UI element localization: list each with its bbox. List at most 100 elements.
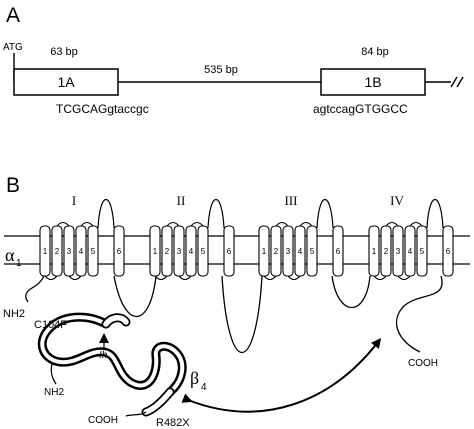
helix-s5-label: 5 (420, 247, 425, 256)
helix-s1-label: 1 (43, 247, 48, 256)
helix-s5-label: 5 (310, 247, 315, 256)
helix-s6 (223, 225, 235, 277)
helix-s4-label: 4 (79, 247, 84, 256)
helix-s6-label: 6 (117, 247, 122, 256)
exon-1b-junction: agtccagGTGGCC (313, 102, 408, 116)
helix-s4 (404, 225, 416, 277)
beta-subunit-lumen (40, 315, 185, 394)
beta-white-segment-tail (143, 389, 173, 415)
helix-s2 (51, 225, 63, 277)
ih-label: Ih (99, 350, 108, 361)
domain-iv-label: IV (390, 193, 404, 208)
beta-nterm-label: NH2 (44, 387, 64, 398)
helix-s6 (442, 225, 454, 277)
helix-s1-label: 1 (372, 247, 377, 256)
mutation-c104f-label: C104F (34, 319, 67, 331)
loop-i-ii (113, 275, 157, 318)
panel-a-label: A (6, 4, 20, 27)
intron-size: 535 bp (204, 64, 238, 76)
alpha-nterm-label: NH2 (3, 308, 25, 320)
exon-1b-box (320, 68, 426, 96)
beta-white-segment-top (103, 315, 129, 327)
beta-cterm-tail (125, 411, 147, 417)
loop-ii-iii (221, 275, 263, 354)
p-loop (207, 198, 225, 229)
alpha-label: α (5, 245, 15, 265)
break-slash-2 (456, 76, 464, 88)
helix-s1 (368, 225, 380, 277)
alpha-nterm-tail (25, 275, 45, 303)
break-slash-1 (450, 76, 458, 88)
helix-s6-label: 6 (446, 247, 451, 256)
beta-nterm-tail (50, 363, 57, 385)
helix-connector (409, 221, 423, 227)
beta-subscript: 4 (201, 382, 207, 393)
helix-s3-label: 3 (177, 247, 182, 256)
helix-s2-label: 2 (384, 247, 389, 256)
atg-label: ATG (3, 42, 23, 53)
helix-connector (275, 221, 289, 227)
helix-connector (44, 275, 58, 281)
helix-s1-label: 1 (153, 247, 158, 256)
domain-i-label: I (72, 193, 76, 208)
exon-1a-name: 1A (57, 74, 75, 90)
helix-connector (80, 221, 94, 227)
helix-s2-label: 2 (55, 247, 60, 256)
helix-s3 (63, 225, 75, 277)
helix-s1 (149, 225, 161, 277)
exon-1a-box (13, 68, 119, 96)
helix-connector (154, 275, 168, 281)
helix-s5-label: 5 (201, 247, 206, 256)
helix-s6 (113, 225, 125, 277)
exon-1b-name: 1B (364, 74, 381, 90)
helix-s5 (306, 225, 318, 277)
exon-1b-size: 84 bp (361, 46, 389, 58)
helix-s3-label: 3 (286, 247, 291, 256)
loop-iii-iv (331, 275, 371, 308)
beta-label: β (190, 368, 199, 388)
helix-s3-label: 3 (67, 247, 72, 256)
helix-s2-label: 2 (274, 247, 279, 256)
helix-s6 (332, 225, 344, 277)
exon-1a-junction: TCGCAGgtaccgc (56, 102, 149, 116)
mutation-r482x-label: R482X (156, 417, 190, 429)
helix-s6-label: 6 (227, 247, 232, 256)
helix-connector (190, 221, 204, 227)
helix-s5 (416, 225, 428, 277)
p-loop (316, 198, 334, 229)
helix-s4 (185, 225, 197, 277)
helix-connector (263, 275, 277, 281)
helix-s4-label: 4 (298, 247, 303, 256)
alpha-cterm-label: COOH (408, 358, 438, 369)
helix-s5-label: 5 (91, 247, 96, 256)
helix-s2 (161, 225, 173, 277)
helix-connector (56, 221, 70, 227)
helix-s4 (75, 225, 87, 277)
helix-s3 (173, 225, 185, 277)
helix-s3 (282, 225, 294, 277)
helix-s3-label: 3 (396, 247, 401, 256)
helix-connector (397, 275, 411, 281)
helix-s5 (87, 225, 99, 277)
helix-s5 (197, 225, 209, 277)
helix-connector (385, 221, 399, 227)
panel-a: A ATG 1A 63 bp TCGCAGgtaccgc 535 bp 1B 8… (3, 4, 465, 116)
helix-s2 (380, 225, 392, 277)
panel-b-label: B (6, 174, 20, 197)
helix-s1 (39, 225, 51, 277)
helix-connector (68, 275, 82, 281)
alpha-cterm-tail (395, 275, 443, 353)
interaction-arrow (181, 338, 382, 413)
helix-s4-label: 4 (408, 247, 413, 256)
helix-connector (178, 275, 192, 281)
helix-s4-label: 4 (189, 247, 194, 256)
alpha-subscript: 1 (16, 258, 22, 269)
helix-s2 (270, 225, 282, 277)
